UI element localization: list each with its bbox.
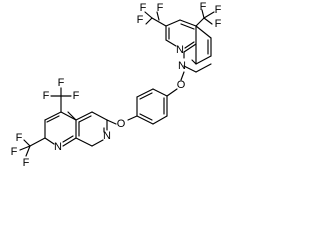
structure-drawing: F F F F F F N N O O F F F F F F N N bbox=[11, 1, 222, 169]
atom-fluorine: F bbox=[16, 132, 23, 144]
lower-naphthyridine bbox=[19, 87, 117, 157]
atom-nitrogen: N bbox=[103, 130, 111, 142]
atom-nitrogen: N bbox=[176, 44, 184, 56]
atom-fluorine: F bbox=[200, 1, 207, 13]
atom-nitrogen: N bbox=[178, 60, 186, 72]
atom-oxygen: O bbox=[117, 118, 126, 130]
atom-fluorine: F bbox=[23, 157, 30, 169]
atom-fluorine: F bbox=[58, 77, 65, 89]
central-benzene bbox=[127, 88, 168, 125]
atom-fluorine: F bbox=[215, 18, 222, 30]
atom-fluorine: F bbox=[43, 90, 50, 102]
chemical-structure: F F F F F F N N O O F F F F F F N N bbox=[10, 1, 222, 169]
atom-fluorine: F bbox=[140, 2, 147, 14]
upper-naphthyridine bbox=[144, 9, 215, 97]
atom-fluorine: F bbox=[73, 90, 80, 102]
atom-nitrogen: N bbox=[54, 141, 62, 153]
atom-fluorine: F bbox=[157, 2, 164, 14]
atom-fluorine: F bbox=[137, 14, 144, 26]
atom-fluorine: F bbox=[215, 4, 222, 16]
atom-oxygen: O bbox=[177, 79, 186, 91]
atom-fluorine: F bbox=[11, 146, 18, 158]
